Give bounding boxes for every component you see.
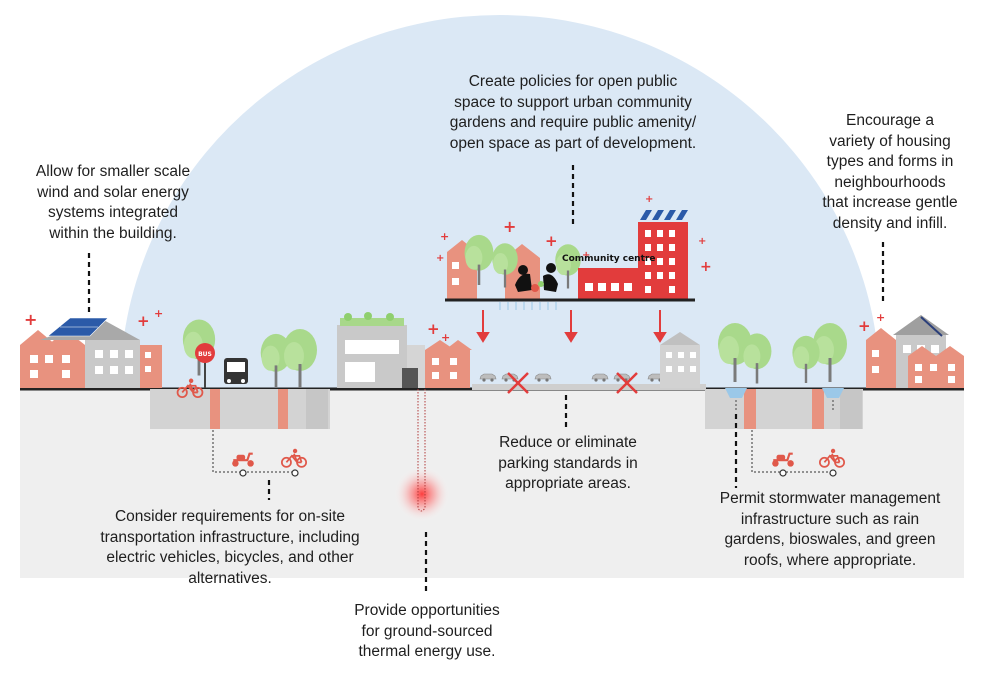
svg-text:+: + [440,230,449,243]
transport-icons-left [212,430,307,477]
bus-stop: BUS [176,319,317,398]
caption-line: transportation infrastructure, including [100,528,360,546]
caption-line: for ground-sourced [361,622,493,640]
svg-text:+: + [137,312,150,330]
caption-line: types and forms in [826,153,954,170]
plus-icon: + + + + + + + + + + + + + + + [24,194,885,344]
svg-text:+: + [582,250,590,261]
svg-text:+: + [876,311,885,324]
solar-house [20,317,162,388]
caption-line: Create policies for open public [468,73,678,90]
caption-line: electric vehicles, bicycles, and other [106,549,354,566]
svg-text:+: + [700,259,712,275]
caption-line: neighbourhoods [834,173,946,191]
bus-sign-label: BUS [198,351,212,358]
caption-line: open space as part of development. [449,134,697,152]
bus-icon [224,358,248,384]
caption-energy: Allow for smaller scale wind and solar e… [8,162,218,244]
caption-line: wind and solar energy [37,183,189,201]
svg-text:+: + [436,253,444,264]
svg-text:+: + [503,217,516,236]
caption-thermal: Provide opportunities for ground-sourced… [322,601,532,663]
caption-line: Consider requirements for on-site [114,508,346,525]
caption-line: density and infill. [832,214,948,232]
caption-line: within the building. [49,224,177,242]
svg-text:+: + [24,310,37,329]
green-roof-building [337,312,472,388]
svg-text:+: + [441,331,450,344]
caption-line: Permit stormwater management [719,490,941,507]
rain-gardens [718,323,847,410]
caption-line: systems integrated [47,204,179,221]
small-grey-house [660,332,700,388]
caption-housing: Encourage a variety of housing types and… [790,111,990,234]
svg-text:+: + [545,232,558,250]
caption-line: Provide opportunities [354,602,500,619]
solar-panel-icon [640,210,688,220]
svg-text:+: + [154,307,163,320]
caption-line: appropriate areas. [505,475,631,492]
heat-source-icon [394,466,450,522]
caption-line: infrastructure such as rain [740,510,920,528]
community-centre-label: Community centre [562,254,656,264]
caption-stormwater: Permit stormwater management infrastruct… [690,489,970,571]
community-garden-platform [445,210,695,343]
caption-line: gardens, bioswales, and green [724,531,936,548]
caption-line: parking standards in [498,454,638,472]
caption-line: gardens and require public amenity/ [449,114,697,131]
leader-lines [87,165,885,592]
caption-open-space: Create policies for open public space to… [413,72,733,154]
svg-text:+: + [645,194,653,205]
left-underground-parking [150,389,330,429]
sky-dome [120,15,880,390]
parking-lot [472,372,706,394]
svg-text:+: + [858,317,871,335]
cross-mark-icon [507,372,529,394]
caption-line: Encourage a [846,112,934,129]
caption-line: variety of housing [829,132,951,150]
gardeners-icon [515,263,558,292]
transport-icons-right [751,430,845,477]
caption-line: alternatives. [188,569,272,587]
svg-text:+: + [427,320,440,338]
caption-transportation: Consider requirements for on-site transp… [70,507,390,589]
cross-mark-icon [616,372,638,394]
caption-line: Reduce or eliminate [499,434,637,451]
caption-line: Allow for smaller scale [35,163,191,180]
caption-line: thermal energy use. [358,643,496,660]
caption-line: that increase gentle [822,194,958,211]
geothermal-loop [417,389,426,512]
caption-line: roofs, where appropriate. [743,551,917,569]
svg-text:+: + [698,236,706,247]
caption-parking: Reduce or eliminate parking standards in… [468,433,668,495]
infill-housing [866,315,964,388]
bus-stop-icon [195,343,215,363]
caption-line: space to support urban community [454,93,692,111]
